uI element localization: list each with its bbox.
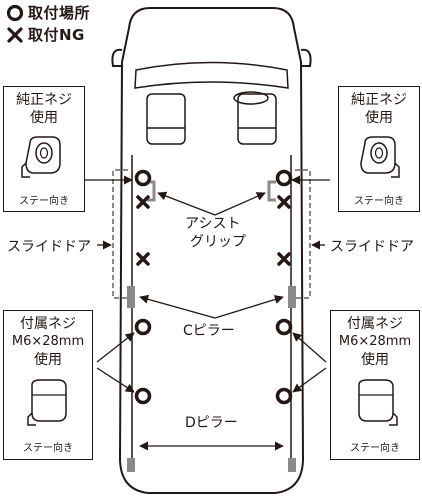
box-line-2: 使用: [365, 110, 393, 126]
assist-grip-left: [147, 180, 156, 202]
bracket-stay-icon: [21, 136, 61, 178]
assist-grip-right: [267, 180, 276, 202]
bracket-stay-icon: [358, 379, 398, 426]
sliding-door-label-left: スライドドア: [7, 239, 91, 255]
assist-grip-label-line-1: アシスト: [185, 216, 241, 232]
box-line-2: M6×28mm: [11, 334, 85, 349]
assist-grip-label-line-2: グリップ: [190, 234, 246, 250]
front-seat-left: [146, 93, 186, 145]
legend-ng-label: 取付NG: [28, 26, 85, 44]
info-box-bottom-left: 付属ネジ M6×28mm 使用 ステー向き: [3, 310, 93, 460]
info-box-top-right: 純正ネジ 使用 ステー向き: [338, 86, 420, 212]
box-caption: ステー向き: [350, 443, 400, 454]
box-line-1: 付属ネジ: [20, 316, 76, 332]
box-caption: ステー向き: [23, 443, 73, 454]
bracket-stay-icon: [360, 136, 400, 178]
left-mirror: [111, 48, 123, 67]
d-pillar-label: Dピラー: [185, 415, 238, 431]
vehicle-body-outline: [118, 7, 305, 494]
c-pillar-label: Cピラー: [183, 323, 235, 339]
dashboard: [134, 61, 289, 89]
box-line-3: 使用: [34, 352, 62, 368]
info-box-bottom-right: 付属ネジ M6×28mm 使用 ステー向き: [330, 310, 420, 460]
rear-pillar-left: [127, 458, 135, 472]
rear-pillar-right: [288, 458, 296, 472]
right-mirror: [300, 48, 312, 67]
box-line-1: 付属ネジ: [347, 316, 403, 332]
pillar-left: [127, 286, 135, 308]
sliding-door-label-right: スライドドア: [330, 239, 414, 255]
box-line-1: 純正ネジ: [16, 92, 72, 108]
circle-icon: [6, 4, 24, 21]
box-caption: ステー向き: [19, 196, 69, 207]
box-line-1: 純正ネジ: [351, 92, 407, 108]
info-box-top-left: 純正ネジ 使用 ステー向き: [3, 86, 85, 212]
legend-ng: 取付NG: [6, 24, 85, 45]
front-seat-right: [237, 93, 277, 145]
pillar-right: [288, 286, 296, 308]
legend-ok-label: 取付場所: [28, 4, 91, 22]
box-line-2: M6×28mm: [338, 334, 412, 349]
legend-ok: 取付場所: [6, 2, 90, 23]
mount-ng-marks: [136, 195, 291, 266]
bracket-stay-icon: [27, 379, 67, 426]
steering-wheel: [233, 91, 269, 105]
cross-icon: [7, 26, 23, 43]
mount-ok-marks: [134, 169, 293, 405]
box-line-2: 使用: [30, 110, 58, 126]
box-line-3: 使用: [361, 352, 389, 368]
box-caption: ステー向き: [354, 196, 404, 207]
